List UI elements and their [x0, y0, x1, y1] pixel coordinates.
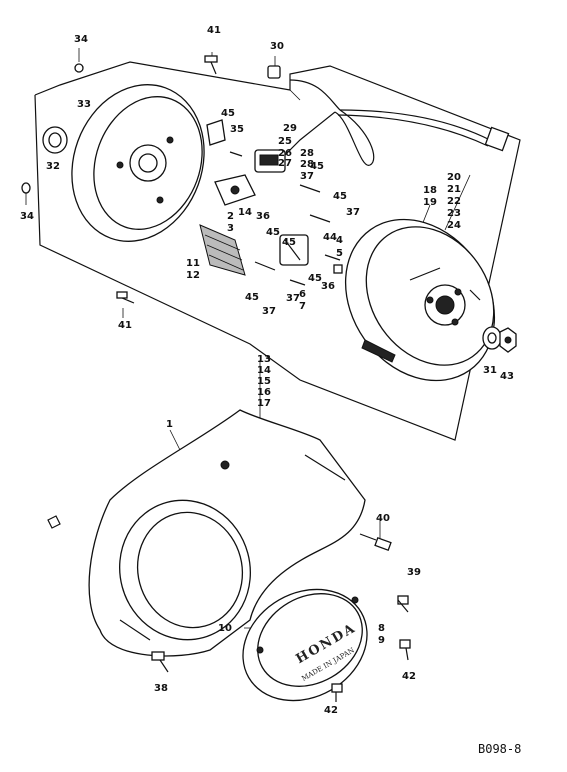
fan-cover — [88, 409, 366, 657]
callout-5: 5 — [336, 248, 343, 259]
callout-37-d: 37 — [286, 293, 300, 304]
callout-37-c: 37 — [262, 306, 276, 317]
callout-24: 24 — [447, 220, 461, 231]
bolt-39 — [397, 595, 409, 613]
callout-22: 22 — [447, 196, 461, 207]
callout-34-left: 34 — [20, 211, 34, 222]
callout-41-left: 41 — [118, 320, 132, 331]
callout-39: 39 — [407, 567, 421, 578]
callout-6: 6 — [299, 289, 306, 300]
callout-28-b: 28 — [300, 159, 314, 170]
callout-36-a: 36 — [256, 211, 270, 222]
grommet — [267, 65, 281, 79]
bolt-40 — [359, 533, 392, 551]
callout-27: 27 — [278, 158, 292, 169]
callout-34-top: 34 — [74, 34, 88, 45]
callout-45-a: 45 — [221, 108, 235, 119]
callout-30: 30 — [270, 41, 284, 52]
callout-1: 1 — [166, 419, 173, 430]
stray-mark — [47, 515, 61, 529]
screw-41-left — [116, 291, 135, 304]
callout-12: 12 — [186, 270, 200, 281]
callout-25: 25 — [278, 136, 292, 147]
callout-7: 7 — [299, 301, 306, 312]
callout-2: 2 — [227, 211, 234, 222]
callout-23: 23 — [447, 208, 461, 219]
callout-3: 3 — [227, 223, 234, 234]
callout-28-a: 28 — [300, 148, 314, 159]
side-cover: HONDA MADE IN JAPAN — [242, 588, 368, 702]
callout-20: 20 — [447, 172, 461, 183]
callout-38: 38 — [154, 683, 168, 694]
bolt-38 — [151, 651, 169, 673]
small-bracket — [206, 119, 226, 146]
callout-16: 16 — [257, 387, 271, 398]
callout-45-g: 45 — [282, 237, 296, 248]
assembly-group-outline — [34, 61, 521, 441]
callout-44: 44 — [323, 232, 337, 243]
callout-32: 32 — [46, 161, 60, 172]
screw-41-top — [204, 55, 218, 75]
callout-31: 31 — [483, 365, 497, 376]
callout-35: 35 — [230, 124, 244, 135]
o-ring-left — [21, 182, 31, 194]
washer-44 — [333, 264, 343, 274]
ignition-coil-upper — [254, 149, 286, 173]
callout-10: 10 — [218, 623, 232, 634]
callout-21: 21 — [447, 184, 461, 195]
callout-45-b: 45 — [310, 161, 324, 172]
callout-13: 13 — [257, 354, 271, 365]
callout-9: 9 — [378, 635, 385, 646]
callout-43: 43 — [500, 371, 514, 382]
callout-4: 4 — [336, 235, 343, 246]
bolt-42-right — [399, 639, 411, 661]
contact-breaker — [214, 174, 256, 206]
callout-42-right: 42 — [402, 671, 416, 682]
lighting-coil — [279, 234, 309, 266]
callout-26: 26 — [278, 148, 292, 159]
callout-15: 15 — [257, 376, 271, 387]
diagram-code: B098-8 — [478, 742, 522, 756]
callout-17: 17 — [257, 398, 271, 409]
stator-base-plate — [71, 84, 205, 242]
charging-coil — [199, 224, 246, 276]
callout-33: 33 — [77, 99, 91, 110]
callout-11: 11 — [186, 258, 200, 269]
callout-19: 19 — [423, 197, 437, 208]
callout-45-d: 45 — [266, 227, 280, 238]
callout-41-top: 41 — [207, 25, 221, 36]
callout-45-e: 45 — [245, 292, 259, 303]
callout-37-b: 37 — [346, 207, 360, 218]
small-screws — [229, 151, 341, 286]
callout-45-c: 45 — [333, 191, 347, 202]
callout-36-b: 36 — [321, 281, 335, 292]
callout-8: 8 — [378, 623, 385, 634]
flywheel-rotor — [344, 218, 496, 382]
wire-harness — [279, 79, 510, 166]
callout-29: 29 — [283, 123, 297, 134]
callout-14-b: 14 — [257, 365, 271, 376]
bolt-42-bottom — [331, 683, 343, 702]
callout-37-a: 37 — [300, 171, 314, 182]
o-ring-top — [74, 63, 84, 73]
callout-14-a: 14 — [238, 207, 252, 218]
outline-tick — [289, 89, 301, 101]
callout-40: 40 — [376, 513, 390, 524]
callout-45-f: 45 — [308, 273, 322, 284]
callout-42-bottom: 42 — [324, 705, 338, 716]
callout-18: 18 — [423, 185, 437, 196]
